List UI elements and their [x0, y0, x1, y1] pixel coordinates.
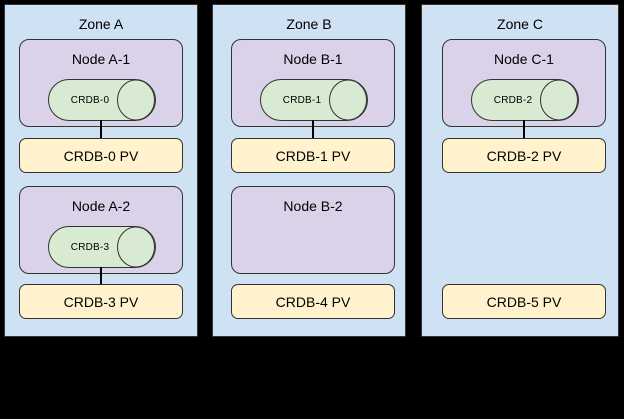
pv-box-a-2: CRDB-3 PV: [19, 284, 183, 319]
cylinder-shape-icon: [48, 226, 156, 268]
pv-box-b-2: CRDB-4 PV: [231, 284, 395, 319]
zone-label-b: Zone B: [286, 16, 332, 32]
pv-label: CRDB-3 PV: [63, 293, 139, 310]
node-label: Node B-1: [283, 51, 343, 67]
node-label: Node C-1: [494, 51, 554, 67]
crdb-pod-cylinder: CRDB-2: [471, 79, 579, 121]
pod-pv-connector-line: [100, 120, 102, 138]
pv-box-a-1: CRDB-0 PV: [19, 138, 183, 173]
pv-box-c-1: CRDB-2 PV: [442, 138, 606, 173]
crdb-pod-cylinder: CRDB-3: [48, 226, 156, 268]
zone-label-c: Zone C: [497, 16, 543, 32]
pod-pv-connector-line: [100, 267, 102, 284]
pod-label: CRDB-2: [493, 94, 533, 106]
pv-box-b-1: CRDB-1 PV: [231, 138, 395, 173]
node-box-b-2: Node B-2: [231, 186, 395, 274]
pv-label: CRDB-5 PV: [486, 293, 562, 310]
pod-pv-connector-line: [523, 120, 525, 138]
pv-label: CRDB-1 PV: [275, 147, 351, 164]
pv-box-c-2: CRDB-5 PV: [442, 284, 606, 319]
pod-label: CRDB-1: [282, 94, 322, 106]
node-label: Node A-1: [71, 51, 131, 67]
node-label: Node B-2: [283, 198, 343, 214]
zone-label-a: Zone A: [78, 16, 124, 32]
pv-label: CRDB-0 PV: [63, 147, 139, 164]
cylinder-shape-icon: [48, 79, 156, 121]
pod-pv-connector-line: [312, 120, 314, 138]
pv-label: CRDB-4 PV: [275, 293, 351, 310]
crdb-pod-cylinder: CRDB-1: [260, 79, 368, 121]
pod-label: CRDB-0: [70, 94, 110, 106]
node-label: Node A-2: [71, 198, 131, 214]
crdb-pod-cylinder: CRDB-0: [48, 79, 156, 121]
pv-label: CRDB-2 PV: [486, 147, 562, 164]
cylinder-shape-icon: [260, 79, 368, 121]
cylinder-shape-icon: [471, 79, 579, 121]
pod-label: CRDB-3: [70, 241, 110, 253]
